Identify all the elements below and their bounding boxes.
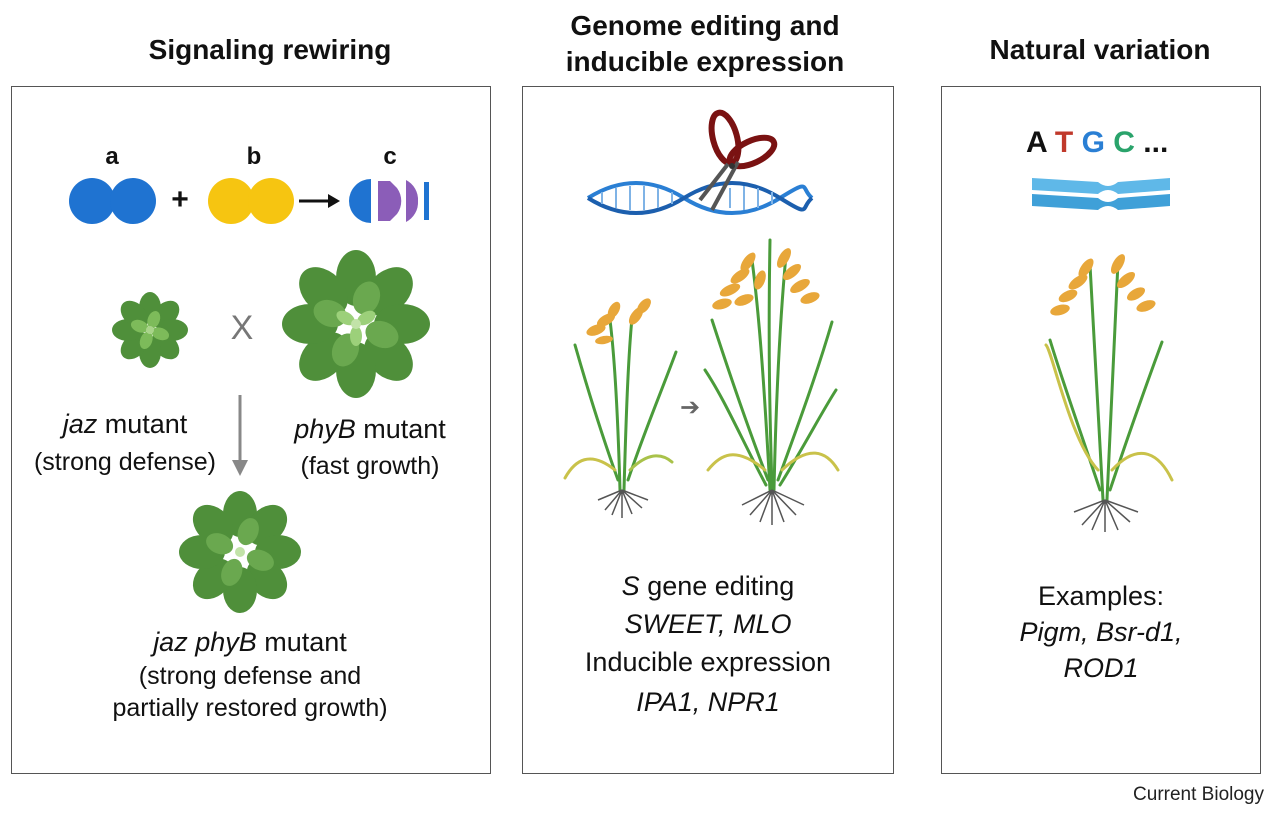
s-rest: gene editing	[639, 571, 795, 601]
jaz-phyb-label: jaz phyB mutant	[40, 626, 460, 658]
scissors-icon	[698, 109, 778, 211]
jaz-mutant-label: jaz mutant	[20, 408, 230, 440]
plus-sign: +	[171, 183, 189, 216]
rice-plant-natural	[1044, 254, 1174, 532]
phyb-mutant-label: phyB mutant	[272, 413, 468, 445]
label-c: c	[383, 143, 397, 170]
jaz-phyb-desc-2: partially restored growth)	[112, 694, 388, 722]
base-t: T	[1054, 126, 1074, 159]
dna-helix-icon	[586, 181, 814, 215]
label-b: b	[246, 143, 262, 170]
phyb-italic: phyB	[294, 414, 356, 444]
rice-plant-small	[563, 298, 678, 518]
natural-genes-1: Pigm, Bsr-d1,	[1019, 617, 1183, 647]
jaz-phyb-italic: jaz phyB	[153, 627, 257, 657]
s-italic: S	[621, 571, 640, 601]
cross-symbol: X	[230, 309, 254, 347]
jaz-mutant-rosette	[112, 292, 188, 368]
base-a: A	[1026, 126, 1047, 159]
protein-b-dimer	[208, 178, 294, 224]
protein-rewiring-diagram	[69, 178, 429, 224]
jaz-italic: jaz	[62, 409, 98, 439]
editing-genes-1: SWEET, MLO	[624, 609, 792, 639]
panel-title-signaling: Signaling rewiring	[148, 34, 392, 65]
phyb-rest: mutant	[355, 414, 446, 444]
arrow-to-c	[299, 194, 340, 208]
s-gene-editing-label: S gene editing	[530, 570, 886, 602]
small-arrow: ➔	[679, 394, 701, 421]
editing-genes-2: IPA1, NPR1	[636, 687, 780, 717]
jaz-mutant-desc: (strong defense)	[33, 448, 217, 476]
jaz-rest: mutant	[97, 409, 188, 439]
panel-title-natural: Natural variation	[989, 34, 1211, 65]
journal-credit: Current Biology	[1133, 784, 1264, 805]
dna-bases: A T G C ...	[1026, 126, 1168, 160]
phyb-mutant-rosette	[282, 250, 430, 398]
jaz-phyb-rosette	[179, 491, 301, 613]
panel-editing	[522, 86, 894, 774]
protein-c-fusion	[349, 179, 429, 223]
natural-genes-2: ROD1	[1063, 653, 1139, 683]
phyb-mutant-desc: (fast growth)	[300, 452, 440, 480]
jaz-phyb-rest: mutant	[256, 627, 347, 657]
rice-plant-large	[703, 238, 840, 525]
chromosome-icon	[1032, 178, 1170, 210]
examples-label: Examples:	[1037, 581, 1165, 611]
bases-ellipsis: ...	[1143, 126, 1169, 159]
inducible-expression-label: Inducible expression	[584, 647, 832, 677]
base-c: C	[1113, 126, 1135, 159]
panel-title-editing-line2: inducible expression	[565, 46, 845, 77]
panel-title-editing-line1: Genome editing and	[570, 10, 840, 41]
jaz-phyb-desc-1: (strong defense and	[138, 662, 362, 690]
label-a: a	[105, 143, 119, 170]
base-g: G	[1081, 126, 1105, 159]
protein-a-dimer	[69, 178, 156, 224]
panel-title-editing: Genome editing and inducible expression	[500, 8, 910, 80]
down-arrow	[232, 395, 248, 476]
